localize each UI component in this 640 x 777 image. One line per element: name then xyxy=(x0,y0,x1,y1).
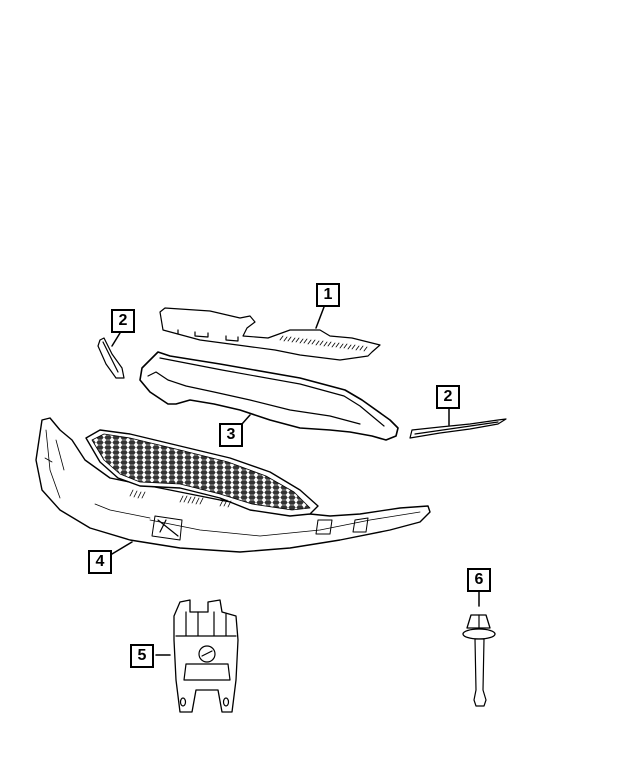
part-1-upper-panel xyxy=(159,307,381,361)
callout-4: 4 xyxy=(88,550,112,574)
part-3-bezel xyxy=(139,351,399,441)
part-6-bolt xyxy=(462,614,496,707)
callout-2-right: 2 xyxy=(436,385,460,409)
leader-lines xyxy=(111,306,480,656)
callout-3: 3 xyxy=(219,423,243,447)
callout-5: 5 xyxy=(130,644,154,668)
part-2-right-trim xyxy=(409,418,507,439)
callout-6: 6 xyxy=(467,568,491,592)
part-5-bracket xyxy=(173,599,239,713)
callout-2-left: 2 xyxy=(111,309,135,333)
callout-1: 1 xyxy=(316,283,340,307)
part-4-lower-fascia xyxy=(35,417,431,553)
part-2-left-trim xyxy=(97,337,125,379)
